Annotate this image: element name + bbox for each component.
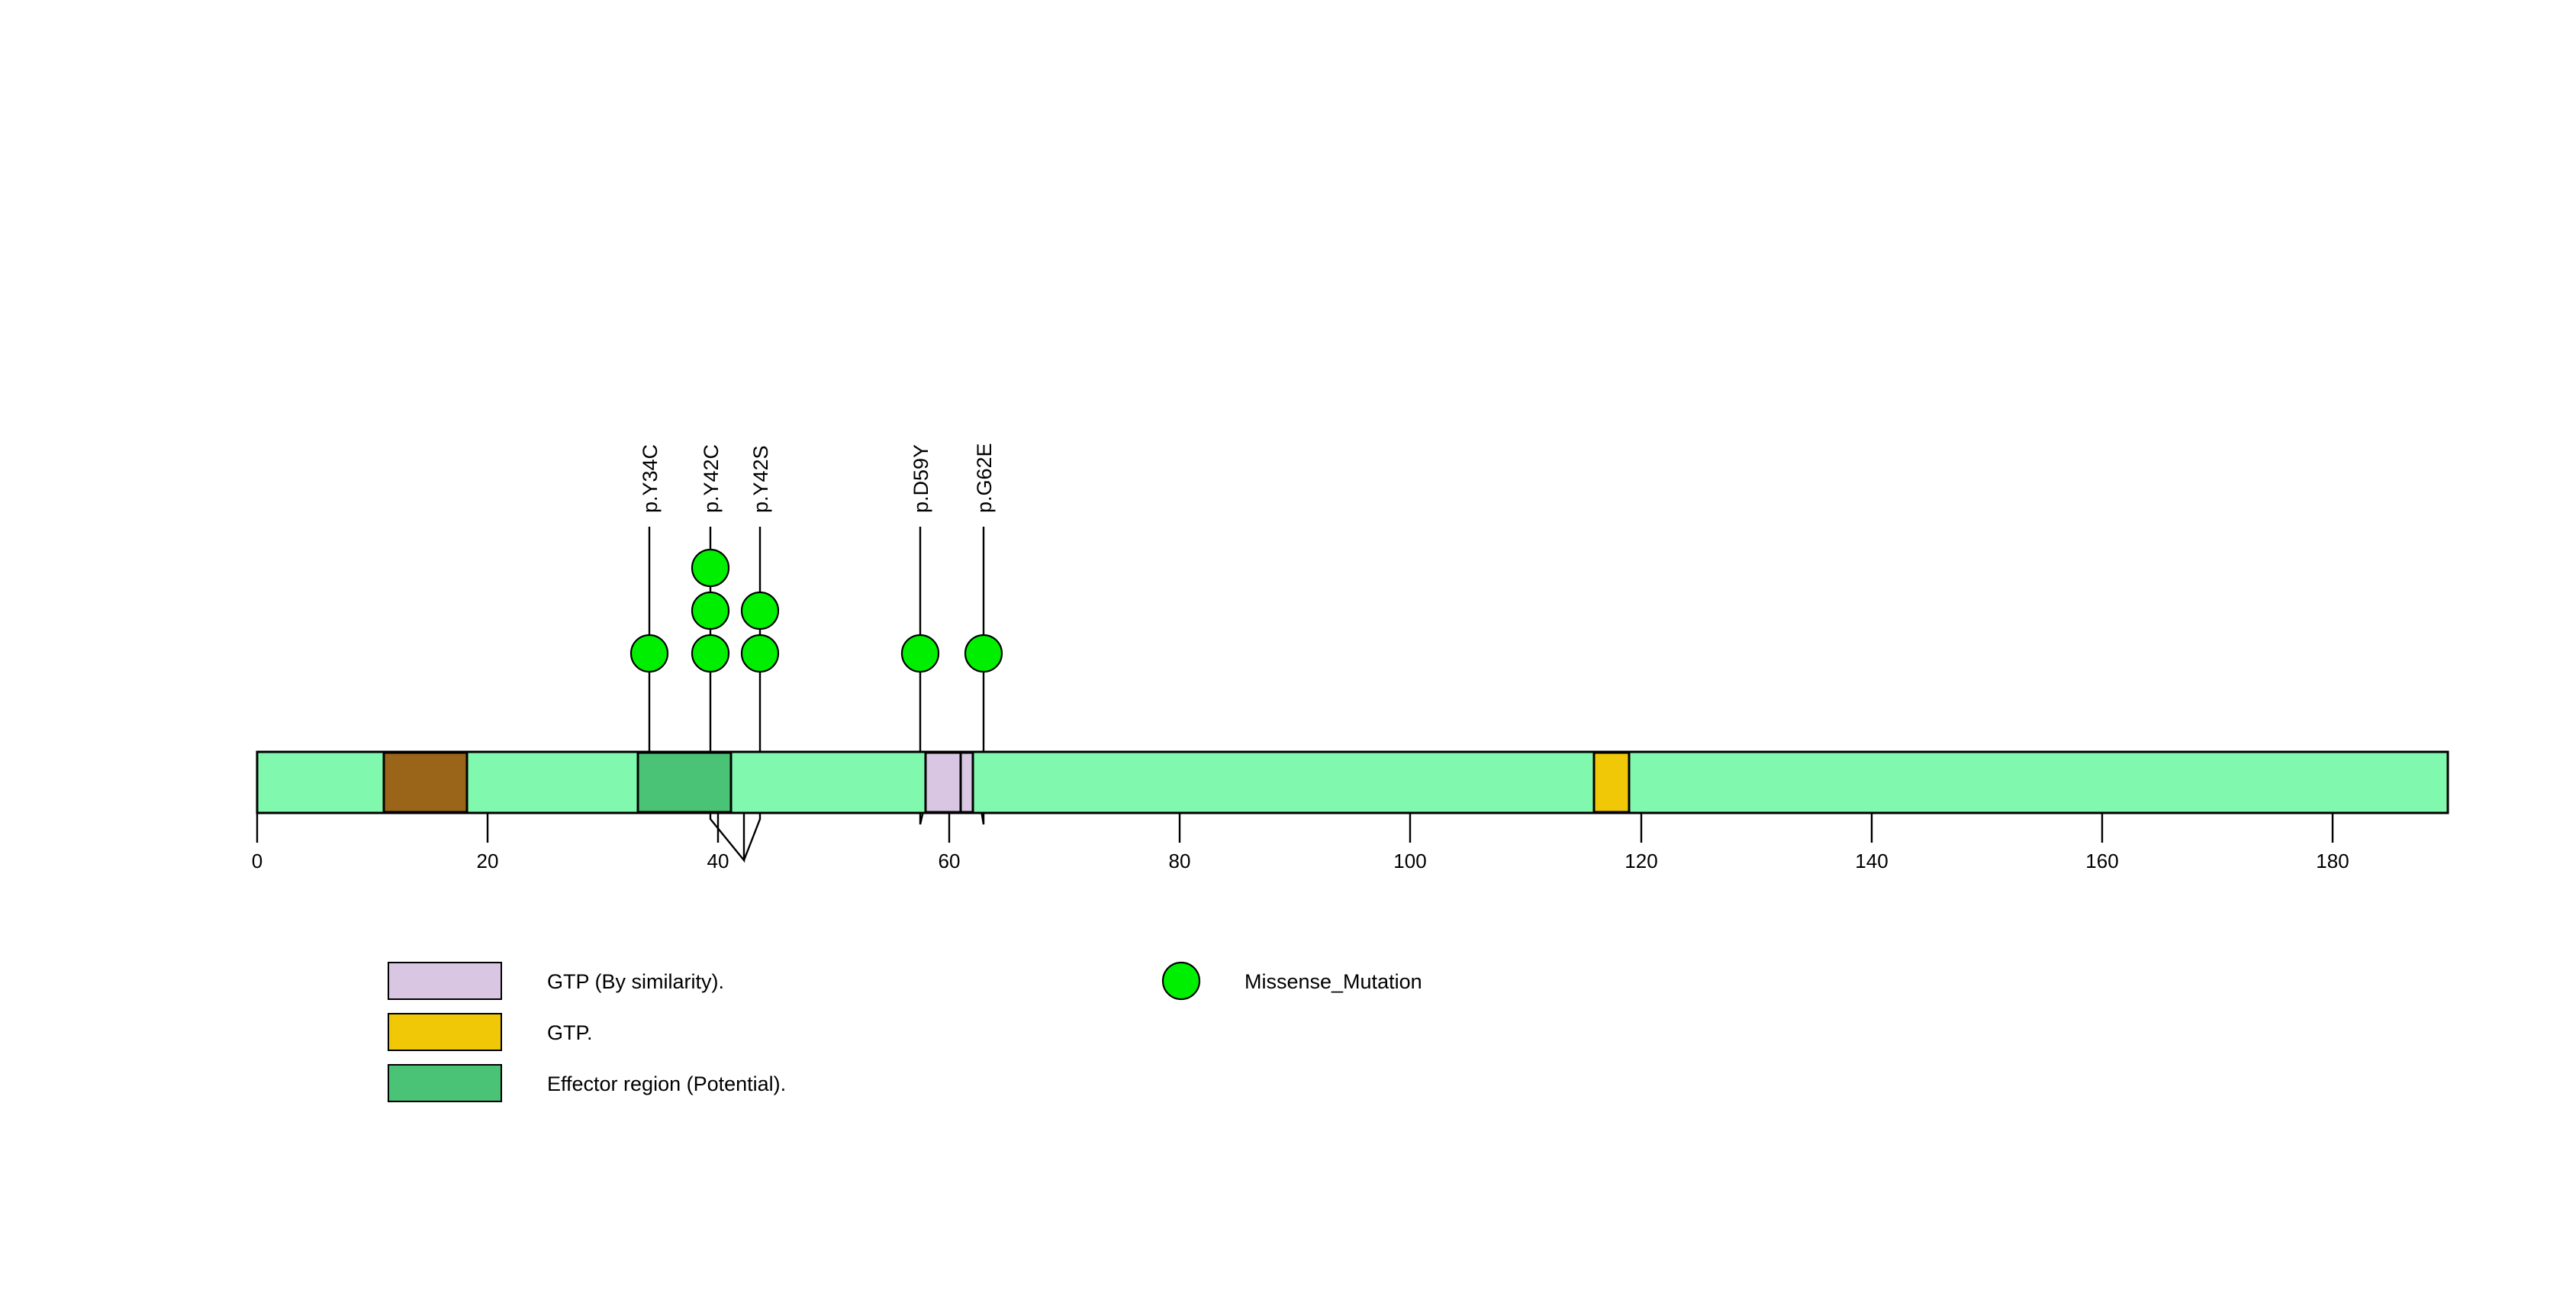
legend-marker-missense-mutation[interactable] (1161, 961, 1201, 1001)
mutation-marker-p-Y42S-1[interactable] (740, 634, 780, 673)
mutation-labels: p.Y34C p.Y42C p.Y42S p.D59Y p.G62E (639, 443, 996, 513)
mutation-label-p-Y42C: p.Y42C (700, 444, 723, 513)
mutation-legend: Missense_Mutation (1161, 961, 1422, 1001)
domain-gtp-by-similarity-a[interactable] (924, 751, 962, 814)
legend-label-gtp-by-similarity: GTP (By similarity). (547, 970, 724, 993)
mutation-marker-p-Y42C-1[interactable] (691, 634, 730, 673)
legend-label-gtp: GTP. (547, 1021, 593, 1044)
axis-tick-label-140: 140 (1855, 850, 1888, 872)
domain-legend: GTP (By similarity). GTP. Effector regio… (388, 962, 786, 1102)
x-axis: 0 20 40 60 80 100 120 140 160 (252, 813, 2349, 872)
axis-tick-label-180: 180 (2316, 850, 2349, 872)
legend-swatch-gtp-by-similarity[interactable] (388, 962, 502, 1000)
axis-tick-label-20: 20 (477, 850, 499, 872)
legend-label-effector-region: Effector region (Potential). (547, 1072, 786, 1095)
mutation-label-p-G62E: p.G62E (973, 443, 996, 513)
mutation-marker-p-Y42C-3[interactable] (691, 548, 730, 588)
axis-tick-label-160: 160 (2085, 850, 2118, 872)
mutation-marker-p-D59Y-1[interactable] (900, 634, 940, 673)
protein-backbone-group (256, 750, 2449, 814)
domain-brown[interactable] (382, 751, 469, 814)
mutation-label-p-D59Y: p.D59Y (910, 444, 932, 513)
axis-tick-label-80: 80 (1169, 850, 1191, 872)
domain-effector-region[interactable] (636, 751, 733, 814)
mutation-marker-p-Y34C-1[interactable] (630, 634, 669, 673)
mutation-label-p-Y34C: p.Y34C (639, 444, 662, 513)
legend-label-missense-mutation: Missense_Mutation (1245, 970, 1422, 993)
mutation-label-p-Y42S: p.Y42S (749, 445, 772, 513)
mutation-marker-p-G62E-1[interactable] (964, 634, 1003, 673)
axis-tick-label-60: 60 (939, 850, 961, 872)
protein-backbone[interactable] (256, 750, 2449, 814)
axis-tick-label-100: 100 (1393, 850, 1426, 872)
legend-swatch-effector-region[interactable] (388, 1064, 502, 1102)
axis-tick-label-120: 120 (1624, 850, 1657, 872)
mutation-markers (630, 548, 1003, 673)
mutation-marker-p-Y42S-2[interactable] (740, 591, 780, 630)
axis-tick-label-40: 40 (707, 850, 729, 872)
legend-swatch-gtp[interactable] (388, 1013, 502, 1051)
domain-gtp-by-similarity-b[interactable] (959, 751, 974, 814)
domain-gtp[interactable] (1592, 751, 1631, 814)
mutation-marker-p-Y42C-2[interactable] (691, 591, 730, 630)
axis-tick-label-0: 0 (252, 850, 262, 872)
